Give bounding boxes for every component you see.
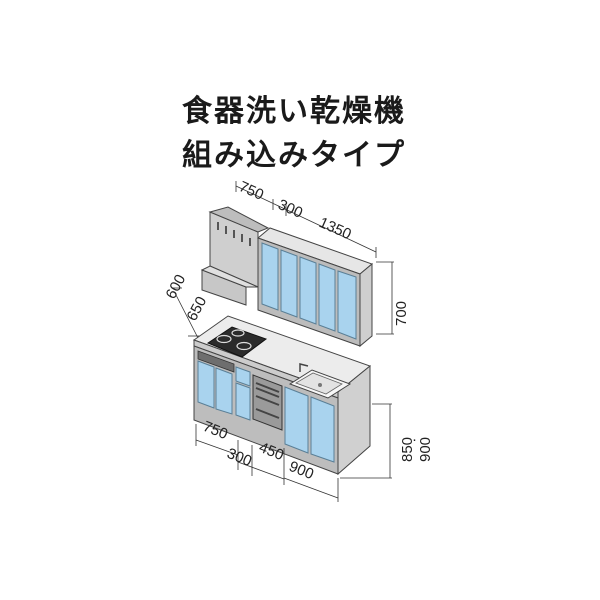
dim-hood-width: 750 — [236, 178, 266, 204]
dim-upper-a: 300 — [275, 196, 305, 222]
dim-depth-2: 650 — [184, 294, 211, 324]
dim-depth-1: 600 — [163, 272, 190, 302]
lower-dim-lines — [195, 403, 392, 502]
dim-lower-height-b: 900 — [417, 437, 434, 462]
title-line-2: 組み込みタイプ — [182, 138, 406, 173]
sink — [288, 363, 352, 399]
dim-upper-b: 1350 — [316, 214, 353, 243]
dim-lower-height-a: 850 — [399, 437, 416, 462]
wall-cabinet — [257, 227, 373, 348]
title-line-1: 食器洗い乾燥機 — [182, 94, 406, 129]
dim-separator: · — [412, 431, 417, 448]
range-hood — [200, 206, 270, 306]
upper-dim-lines — [235, 181, 394, 335]
dim-upper-height: 700 — [393, 301, 410, 326]
cooktop — [206, 326, 268, 358]
